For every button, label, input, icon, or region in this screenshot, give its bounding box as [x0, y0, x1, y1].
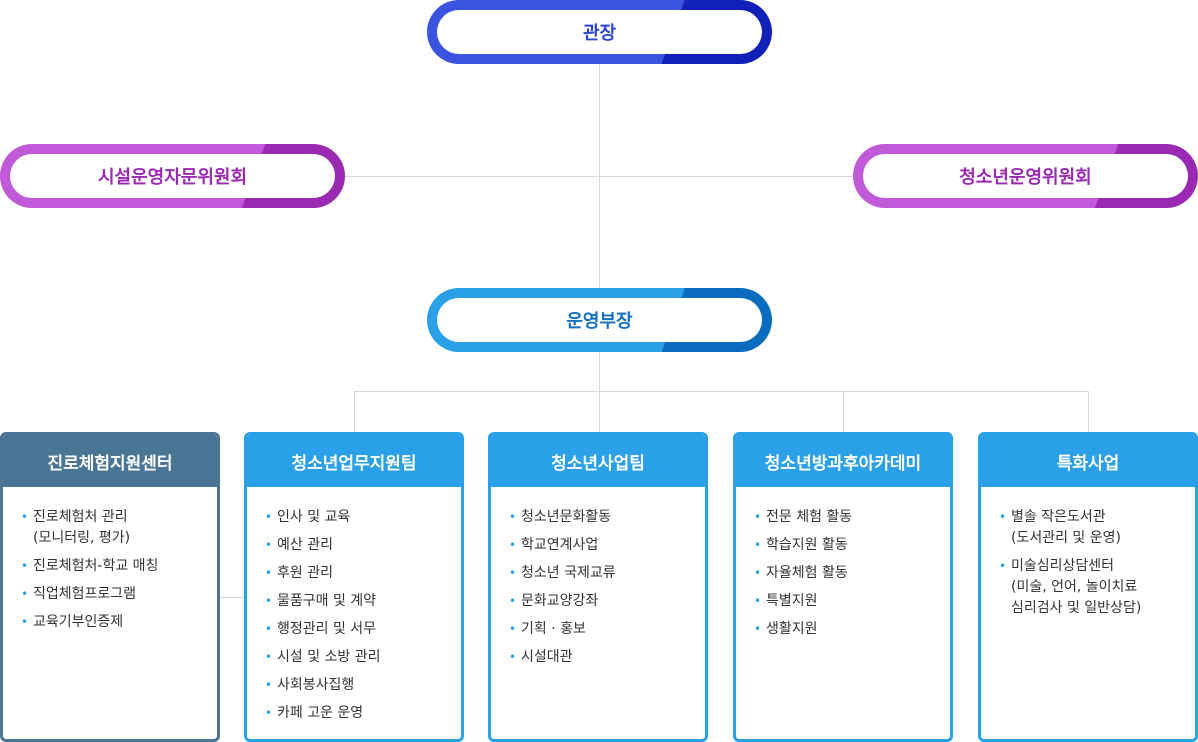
duty-item: •교육기부인증제 [21, 612, 207, 633]
bullet-icon: • [999, 510, 1007, 524]
team-box-youth-programs: 청소년사업팀 •청소년문화활동 •학교연계사업 •청소년 국제교류 •문화교양강… [488, 432, 708, 742]
duty-item: •별솔 작은도서관(도서관리 및 운영) [999, 509, 1121, 546]
duty-item: •인사 및 교육 [265, 507, 451, 528]
bullet-icon: • [509, 538, 517, 552]
bullet-icon: • [754, 510, 762, 524]
bullet-icon: • [21, 559, 29, 573]
connector-team-1-side [218, 597, 246, 598]
connector-mid-vertical [599, 352, 600, 392]
bullet-icon: • [509, 594, 517, 608]
bullet-icon: • [265, 706, 273, 720]
bullet-icon: • [754, 538, 762, 552]
bullet-icon: • [754, 622, 762, 636]
duty-item: •학습지원 활동 [754, 535, 940, 556]
team-box-youth-support: 청소년업무지원팀 •인사 및 교육 •예산 관리 •후원 관리 •물품구매 및 … [244, 432, 464, 742]
team-duty-list: •별솔 작은도서관(도서관리 및 운영) •미술심리상담센터(미술, 언어, 놀… [981, 487, 1195, 619]
team-title: 청소년방과후아카데미 [736, 435, 950, 487]
duty-item: •시설대관 [509, 647, 695, 668]
team-title: 청소년사업팀 [491, 435, 705, 487]
director-node: 관장 [427, 0, 772, 64]
bullet-icon: • [21, 587, 29, 601]
bullet-icon: • [265, 650, 273, 664]
duty-item: •문화교양강좌 [509, 591, 695, 612]
bullet-icon: • [999, 559, 1007, 573]
team-duty-list: •진로체험처 관리(모니터링, 평가) •진로체험처-학교 매칭 •직업체험프로… [3, 487, 217, 633]
connector-team-3-drop [599, 391, 600, 432]
youth-operation-committee-node: 청소년운영위원회 [853, 144, 1198, 208]
facility-advisory-committee-label: 시설운영자문위원회 [10, 154, 335, 198]
bullet-icon: • [21, 615, 29, 629]
team-duty-list: •인사 및 교육 •예산 관리 •후원 관리 •물품구매 및 계약 •행정관리 … [247, 487, 461, 724]
facility-advisory-committee-node: 시설운영자문위원회 [0, 144, 345, 208]
duty-item: •학교연계사업 [509, 535, 695, 556]
bullet-icon: • [265, 622, 273, 636]
connector-team-4-drop [843, 391, 844, 432]
operations-manager-node: 운영부장 [427, 288, 772, 352]
duty-item: •진로체험처 관리(모니터링, 평가) [21, 509, 131, 546]
bullet-icon: • [21, 510, 29, 524]
duty-item: •행정관리 및 서무 [265, 619, 451, 640]
operations-manager-label: 운영부장 [437, 298, 762, 342]
bullet-icon: • [265, 594, 273, 608]
bullet-icon: • [509, 650, 517, 664]
connector-committees-horizontal [345, 176, 853, 177]
duty-item: •직업체험프로그램 [21, 584, 207, 605]
bullet-icon: • [265, 678, 273, 692]
team-box-after-school-academy: 청소년방과후아카데미 •전문 체험 활동 •학습지원 활동 •자율체험 활동 •… [733, 432, 953, 742]
bullet-icon: • [509, 622, 517, 636]
bullet-icon: • [509, 510, 517, 524]
duty-item: •기획 · 홍보 [509, 619, 695, 640]
connector-teams-horizontal [354, 391, 1089, 392]
duty-item: •특별지원 [754, 591, 940, 612]
duty-item: •예산 관리 [265, 535, 451, 556]
duty-item: •진로체험처-학교 매칭 [21, 556, 207, 577]
director-label: 관장 [437, 10, 762, 54]
bullet-icon: • [754, 566, 762, 580]
duty-item: •시설 및 소방 관리 [265, 647, 451, 668]
bullet-icon: • [265, 510, 273, 524]
duty-item: •청소년 국제교류 [509, 563, 695, 584]
duty-item: •생활지원 [754, 619, 940, 640]
duty-item: •전문 체험 활동 [754, 507, 940, 528]
bullet-icon: • [754, 594, 762, 608]
team-box-special-projects: 특화사업 •별솔 작은도서관(도서관리 및 운영) •미술심리상담센터(미술, … [978, 432, 1198, 742]
team-title: 청소년업무지원팀 [247, 435, 461, 487]
bullet-icon: • [265, 566, 273, 580]
connector-team-5-drop [1088, 391, 1089, 432]
team-duty-list: •전문 체험 활동 •학습지원 활동 •자율체험 활동 •특별지원 •생활지원 [736, 487, 950, 640]
team-title: 진로체험지원센터 [3, 435, 217, 487]
duty-item: •물품구매 및 계약 [265, 591, 451, 612]
duty-item: •사회봉사집행 [265, 675, 451, 696]
connector-team-2-drop [354, 391, 355, 432]
team-duty-list: •청소년문화활동 •학교연계사업 •청소년 국제교류 •문화교양강좌 •기획 ·… [491, 487, 705, 668]
duty-item: •후원 관리 [265, 563, 451, 584]
youth-operation-committee-label: 청소년운영위원회 [863, 154, 1188, 198]
team-title: 특화사업 [981, 435, 1195, 487]
duty-item: •청소년문화활동 [509, 507, 695, 528]
team-box-career-center: 진로체험지원센터 •진로체험처 관리(모니터링, 평가) •진로체험처-학교 매… [0, 432, 220, 742]
duty-item: •카페 고운 운영 [265, 703, 451, 724]
duty-item: •자율체험 활동 [754, 563, 940, 584]
bullet-icon: • [509, 566, 517, 580]
bullet-icon: • [265, 538, 273, 552]
